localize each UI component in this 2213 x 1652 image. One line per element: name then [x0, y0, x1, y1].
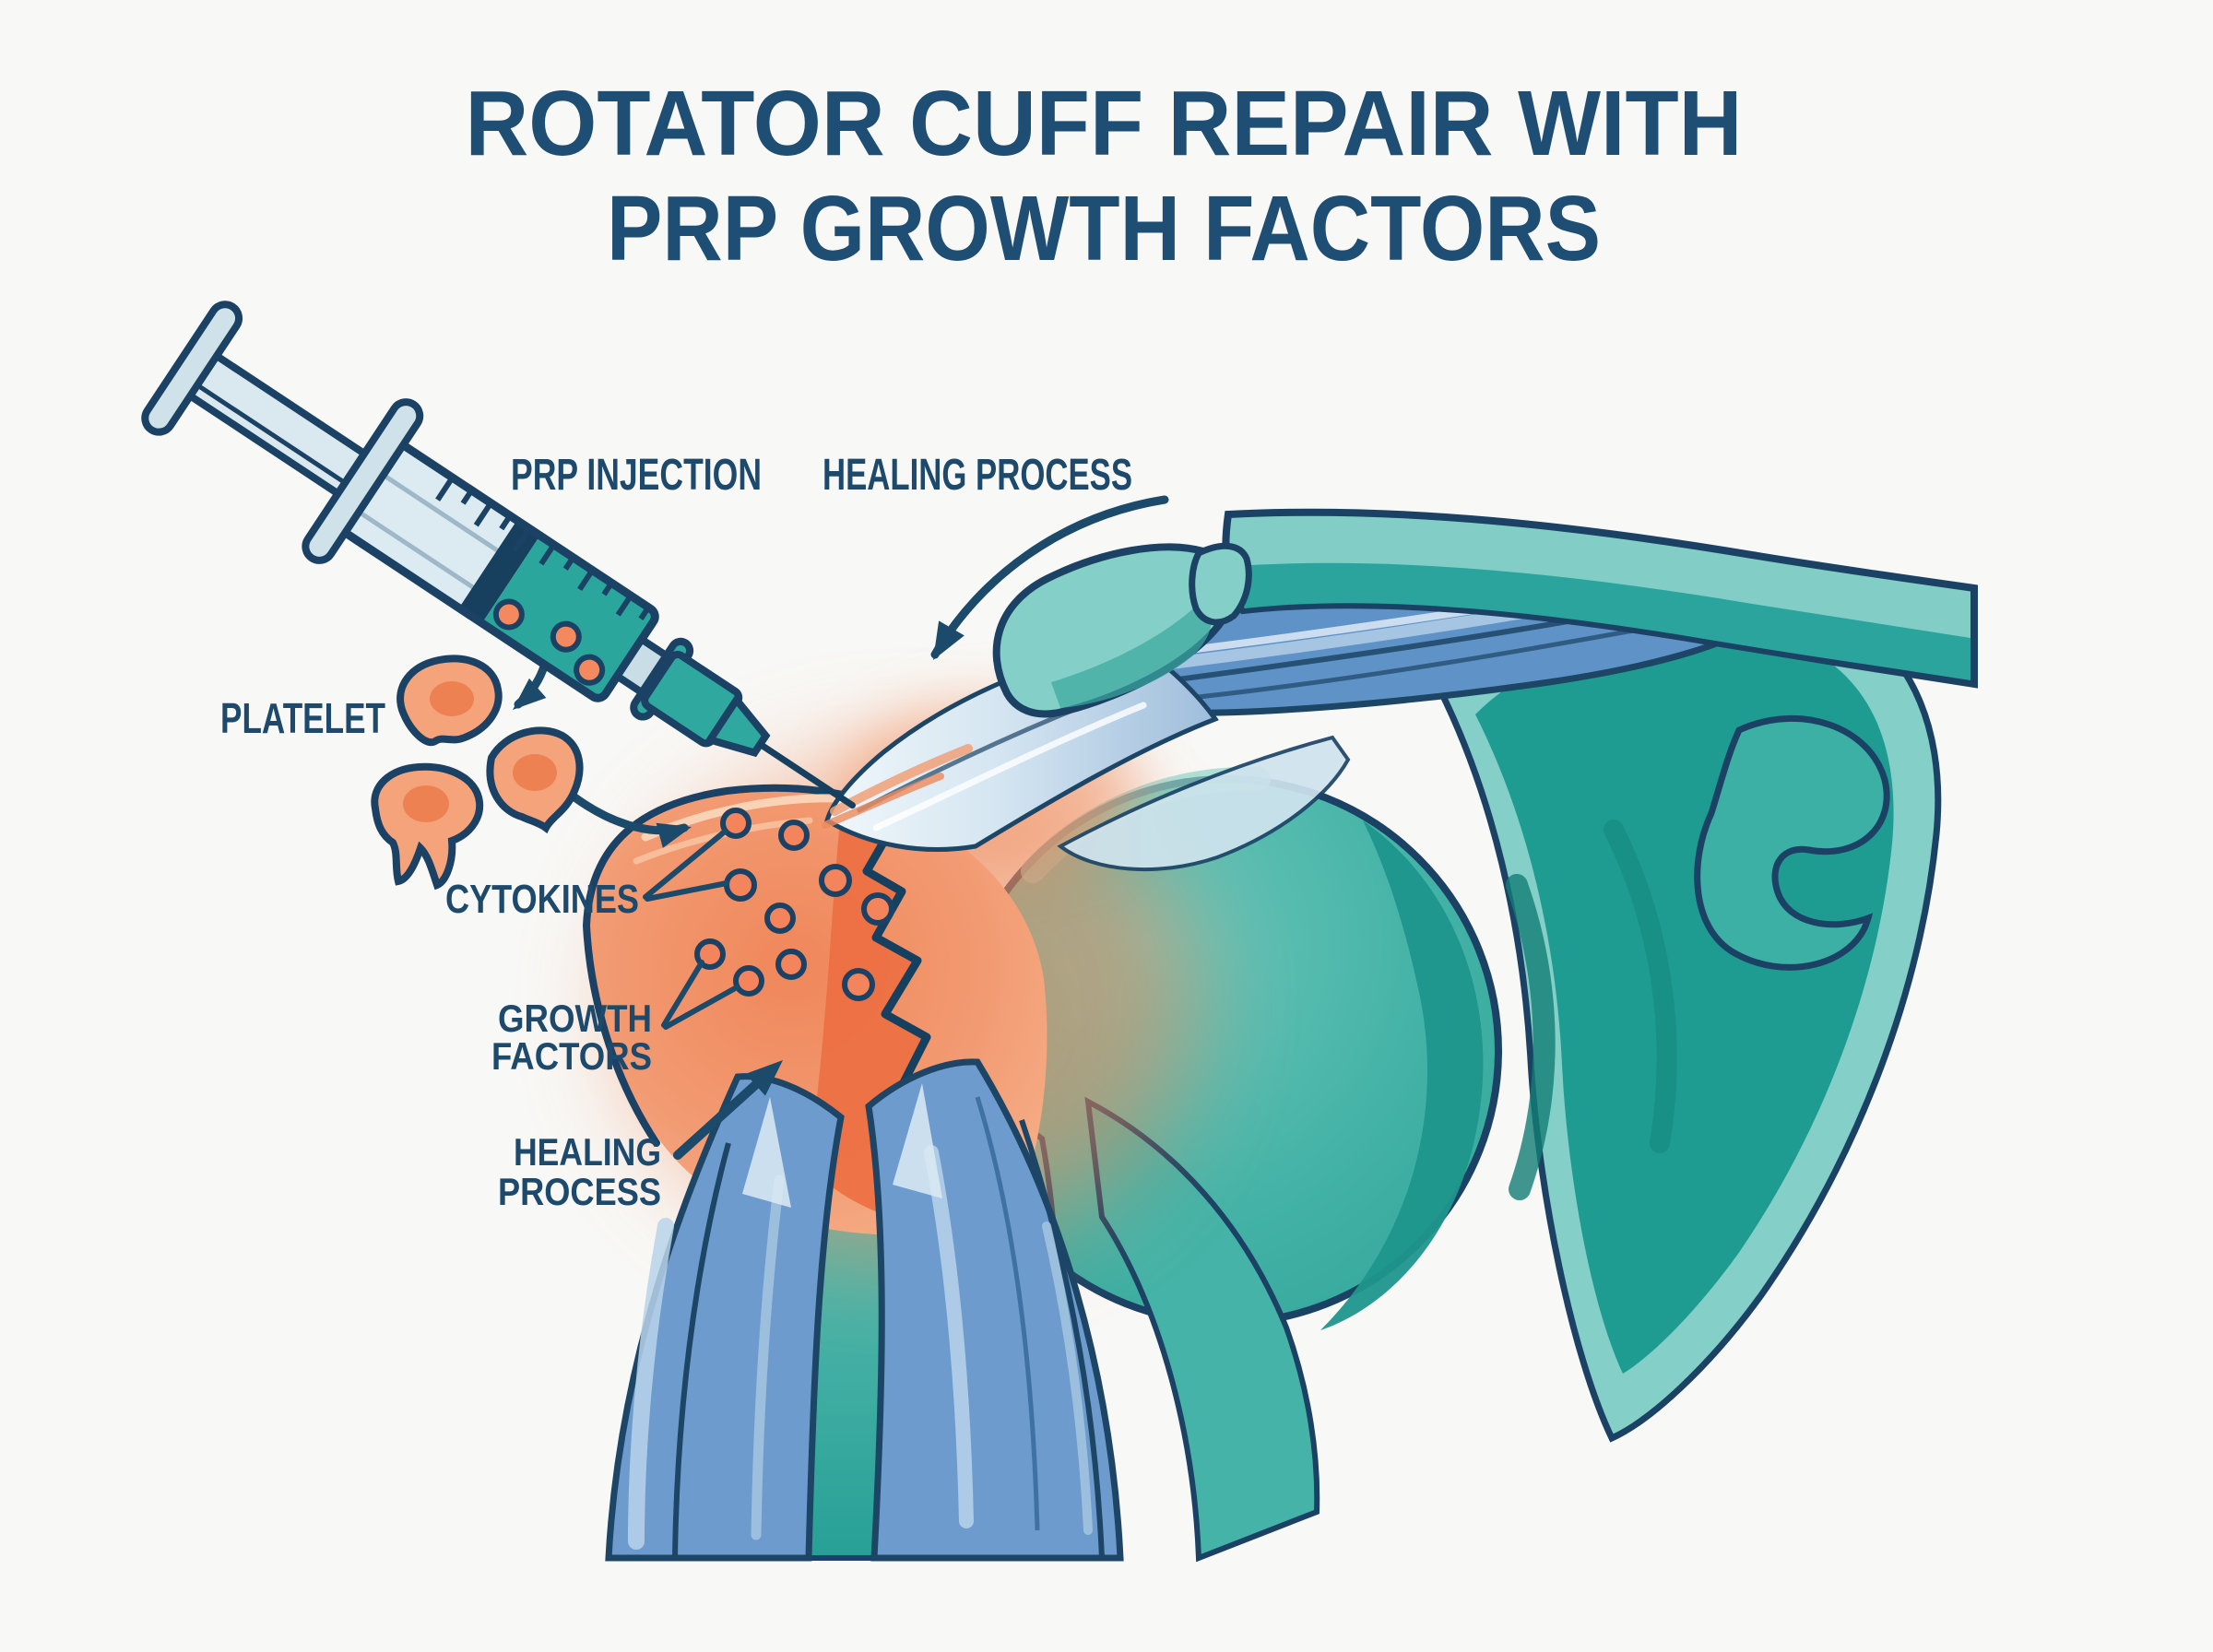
label-healing-process-left-line-1: HEALING	[514, 1130, 661, 1174]
platelet-cell	[486, 726, 584, 834]
texts: ROTATOR CUFF REPAIR WITH PRP GROWTH FACT…	[220, 72, 1743, 1213]
acromion-shade	[1051, 599, 1212, 708]
molecule-dot	[775, 949, 807, 980]
acromion	[992, 542, 1252, 718]
deltoid-left-separator	[672, 1142, 731, 1559]
liquid-platelet-dot	[574, 654, 606, 686]
clavicle	[1222, 508, 1978, 689]
deltoid-muscle-front	[605, 1073, 845, 1562]
molecule-dot	[720, 808, 751, 839]
label-cytokines: CYTOKINES	[445, 877, 639, 922]
plunger-rod	[180, 348, 376, 503]
barrel-ticks	[435, 476, 651, 620]
deltoid-muscle-back	[865, 1058, 1124, 1562]
deltoid-right-dark	[975, 1096, 1040, 1531]
deltoid-right-tip-streak	[893, 1083, 942, 1198]
finger-flange	[302, 398, 424, 564]
label-healing-process-left-line-2: PROCESS	[498, 1170, 661, 1213]
platelet-cell	[396, 655, 503, 747]
prp-liquid	[481, 535, 659, 702]
liquid-platelet-dot	[492, 598, 525, 631]
molecule-dot	[724, 868, 757, 902]
tendon-streak-white	[872, 702, 1147, 832]
deltoid-left-tip-streak	[742, 1097, 791, 1208]
molecule-dot	[861, 892, 894, 926]
deltoid-left-light1	[628, 1218, 674, 1550]
label-growth-factors-line-2: FACTORS	[491, 1034, 652, 1078]
molecule-dot	[764, 903, 796, 934]
acromion-connector	[1189, 542, 1252, 626]
deltoid-right-light1	[924, 1145, 974, 1528]
label-prp-injection: PRP INJECTION	[511, 451, 762, 500]
plunger-rod-line	[195, 383, 349, 487]
molecule-dot	[819, 864, 852, 897]
molecule-dot	[733, 965, 764, 997]
healing-arrow-left	[673, 1060, 783, 1160]
cytokines-leader-lines	[643, 829, 729, 902]
shoulder-anatomy	[583, 508, 1978, 1563]
release-arrow	[569, 792, 692, 848]
platelet-cell	[371, 762, 484, 891]
liquid-platelet-dot	[550, 620, 582, 653]
tendon-streak-orange2	[822, 773, 944, 829]
humeral-head-crescent	[1320, 820, 1484, 1330]
label-growth-factors-line-1: GROWTH	[498, 997, 652, 1040]
molecule-dot	[842, 968, 875, 1001]
glenoid-rim	[1506, 874, 1556, 1200]
page-title-line-1: ROTATOR CUFF REPAIR WITH	[466, 72, 1743, 175]
page-title-line-2: PRP GROWTH FACTORS	[607, 177, 1601, 280]
platelet-cells	[371, 655, 584, 891]
mound-outline-left	[583, 922, 660, 1147]
molecule-dots	[694, 808, 894, 1001]
label-healing-process-top: HEALING PROCESS	[822, 451, 1132, 500]
prp-syringe	[141, 301, 856, 809]
needle-tip-cone	[704, 693, 771, 758]
molecule-dot	[778, 820, 810, 851]
deltoid-right-separator	[1019, 1119, 1105, 1559]
growth-factors-leader-lines	[661, 960, 740, 1030]
label-platelet: PLATELET	[220, 694, 385, 742]
scapula	[1429, 573, 1942, 1443]
plunger-flange	[141, 301, 243, 436]
clavicle-shade	[1235, 562, 1970, 680]
deltoid-left-light2	[751, 1174, 785, 1540]
tendon-band-secondary	[1057, 735, 1351, 872]
healing-arrow-top	[930, 495, 1169, 660]
humerus-lower-right	[1084, 1096, 1320, 1563]
scapula-shade	[1604, 820, 1677, 1153]
deltoid-right-light2	[1042, 1221, 1093, 1535]
coracoid-process	[1694, 714, 1890, 971]
needle	[756, 740, 856, 809]
